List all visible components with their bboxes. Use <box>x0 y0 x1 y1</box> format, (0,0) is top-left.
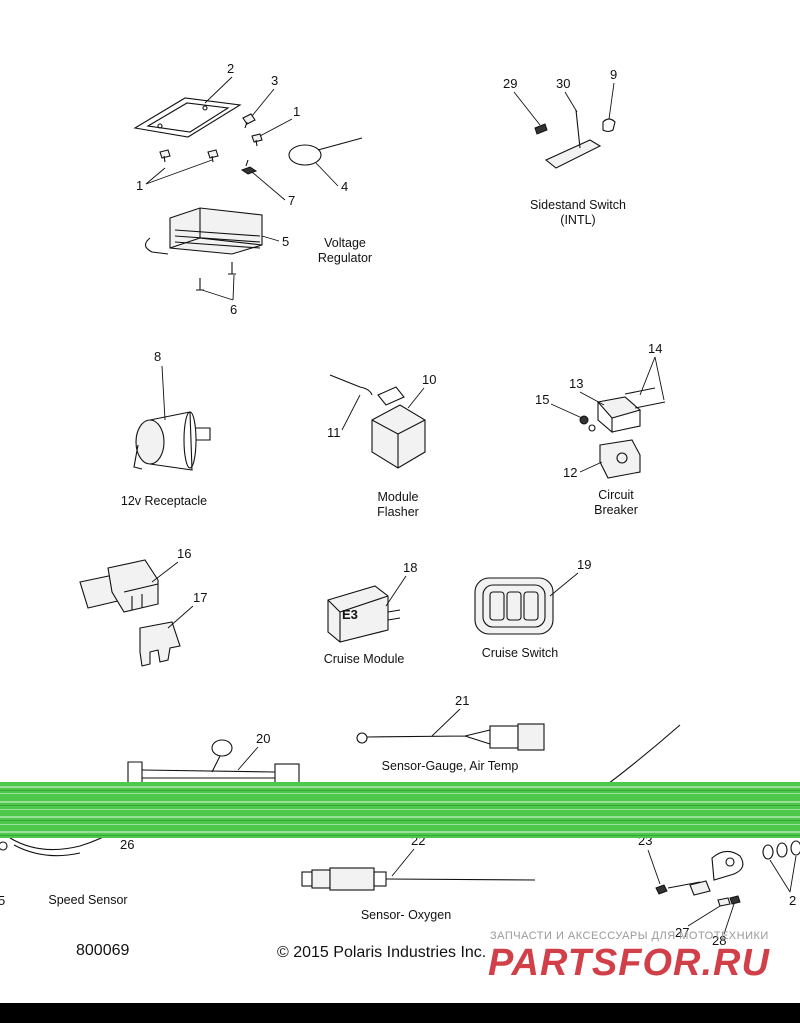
caption-cruise-module: Cruise Module <box>323 652 405 666</box>
scan-artifact-band <box>0 782 800 838</box>
bottom-black-bar <box>0 1003 800 1023</box>
callout-3: 3 <box>271 73 278 88</box>
voltage-regulator-part-5 <box>144 207 263 255</box>
bottom-right-parts: 23 27 28 2 <box>638 833 800 948</box>
screws-part-6 <box>196 262 236 291</box>
bolt-part-3 <box>242 113 256 129</box>
fuse-part-17: 17 <box>139 590 207 667</box>
caption-voltage-regulator: Voltage Regulator <box>305 236 385 266</box>
caption-sensor-air-temp: Sensor-Gauge, Air Temp <box>381 759 519 773</box>
figure-id: 800069 <box>76 942 130 959</box>
caption-sidestand-switch-line1: Sidestand Switch <box>530 198 626 212</box>
watermark-tagline: ЗАПЧАСТИ И АКСЕССУАРЫ ДЛЯ МОТОТЕХНИКИ <box>490 930 769 942</box>
cruise-module-part-18: E3 18 <box>327 560 417 643</box>
connector-part-16: 16 <box>79 546 191 613</box>
caption-voltage-regulator-line1: Voltage <box>324 236 366 250</box>
cable-tie-part-4 <box>288 137 363 166</box>
caption-circuit-breaker: Circuit Breaker <box>576 488 656 518</box>
callout-20: 20 <box>256 731 270 746</box>
callout-29: 29 <box>503 76 517 91</box>
callout-10: 10 <box>422 372 436 387</box>
screws-part-1 <box>159 133 263 163</box>
callout-1-top: 1 <box>293 104 300 119</box>
caption-module-flasher: Module Flasher <box>358 490 438 520</box>
caption-sidestand-switch-line2: (INTL) <box>560 213 596 227</box>
callout-11: 11 <box>327 425 341 440</box>
callout-14: 14 <box>648 341 662 356</box>
callout-6: 6 <box>230 302 237 317</box>
callout-5-left: 5 <box>0 893 5 908</box>
callout-7: 7 <box>288 193 295 208</box>
caption-circuit-breaker-line1: Circuit <box>598 488 634 502</box>
callout-2-right: 2 <box>789 893 796 908</box>
wire-stub <box>599 724 681 791</box>
caption-receptacle: 12v Receptacle <box>120 494 208 508</box>
caption-voltage-regulator-line2: Regulator <box>317 251 373 265</box>
callouts-regulator: 2 3 1 1 4 7 5 6 <box>136 61 348 317</box>
harness-part-20: 20 <box>127 731 300 785</box>
callout-26: 26 <box>120 837 134 852</box>
copyright-notice: © 2015 Polaris Industries Inc. <box>277 944 487 961</box>
callouts-sidestand: 29 30 9 <box>503 67 617 126</box>
caption-circuit-breaker-line2: Breaker <box>594 503 638 517</box>
callout-15: 15 <box>535 392 549 407</box>
receptacle-part-8: 8 <box>133 349 211 471</box>
callout-21: 21 <box>455 693 469 708</box>
callout-9: 9 <box>610 67 617 82</box>
caption-sidestand-switch: Sidestand Switch (INTL) <box>508 198 648 228</box>
cruise-switch-part-19: 19 <box>474 557 591 635</box>
callout-17: 17 <box>193 590 207 605</box>
caption-module-flasher-line2: Flasher <box>377 505 419 519</box>
sensor-oxygen-part-22: 22 <box>301 833 536 891</box>
caption-sensor-oxygen: Sensor- Oxygen <box>360 908 452 922</box>
sensor-air-temp-part-21: 21 <box>356 693 545 751</box>
callout-13: 13 <box>569 376 583 391</box>
callout-19: 19 <box>577 557 591 572</box>
callout-4: 4 <box>341 179 348 194</box>
cruise-module-logo: E3 <box>342 607 358 622</box>
callout-30: 30 <box>556 76 570 91</box>
callout-2: 2 <box>227 61 234 76</box>
caption-speed-sensor: Speed Sensor <box>48 893 128 907</box>
callout-5: 5 <box>282 234 289 249</box>
callout-27: 27 <box>675 925 689 940</box>
caption-module-flasher-line1: Module <box>377 490 419 504</box>
nut-part-7 <box>240 159 258 175</box>
sidestand-switch-parts <box>534 109 616 169</box>
callout-8: 8 <box>154 349 161 364</box>
callout-18: 18 <box>403 560 417 575</box>
watermark-brand: PARTSFOR.RU <box>488 942 770 984</box>
callout-16: 16 <box>177 546 191 561</box>
callout-1-left: 1 <box>136 178 143 193</box>
caption-cruise-switch: Cruise Switch <box>481 646 559 660</box>
flasher-part-10: 10 11 <box>327 372 436 469</box>
bracket-part-2 <box>133 97 242 138</box>
callout-28: 28 <box>712 933 726 948</box>
circuit-breaker-parts: 13 14 15 12 <box>535 341 666 480</box>
callout-12: 12 <box>563 465 577 480</box>
